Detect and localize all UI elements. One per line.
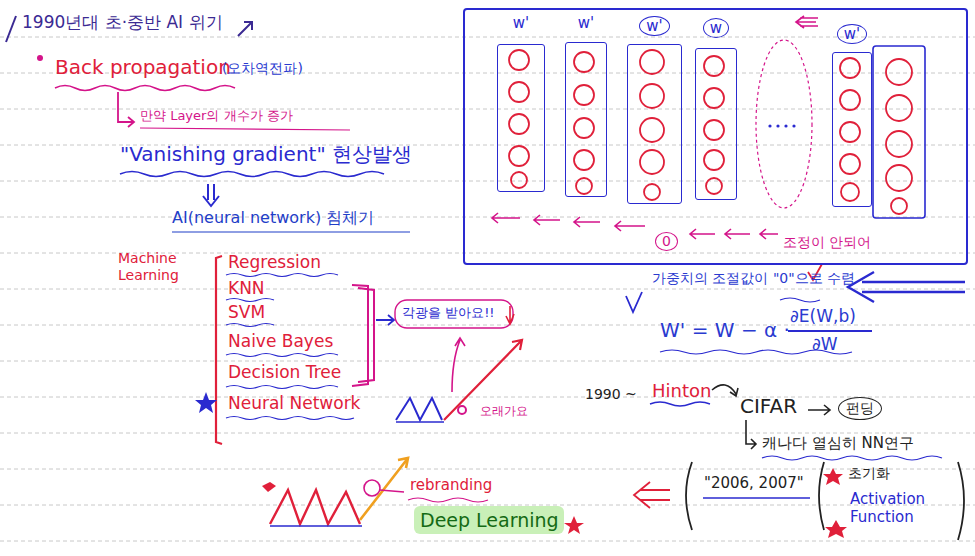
note-text: 펀딩 — [838, 397, 882, 420]
note-text: (오차역전파) — [222, 60, 303, 77]
note-text: 각광을 받아요!! — [402, 305, 495, 321]
note-text: Back propagation — [55, 55, 231, 79]
network-box: 0 조정이 안되어 w' w' w' w w' — [463, 8, 968, 265]
note-text: 만약 Layer의 개수가 증가 — [140, 108, 293, 124]
note-text: KNN — [228, 278, 265, 298]
weight-label: w' — [639, 16, 669, 36]
layer-box: w' — [565, 14, 607, 197]
note-text: 오래가요 — [480, 404, 528, 418]
note-text: W' = W − α · — [660, 318, 790, 342]
weight-label: w' — [837, 24, 867, 44]
note-text: 가중치의 조절값이 "0"으로 수렴 — [652, 270, 855, 287]
note-text: 초기화 — [848, 465, 890, 482]
weight-label: w — [703, 18, 729, 38]
layer-outline — [695, 48, 737, 200]
layer-outline — [627, 44, 682, 204]
note-text: "Vanishing gradient" 현상발생 — [120, 142, 412, 166]
weight-label: w' — [574, 14, 598, 32]
note-text: Regression — [228, 252, 321, 272]
layer-box: w' — [832, 24, 872, 207]
note-text: "2006, 2007" — [704, 474, 804, 492]
neuron-circles — [509, 50, 912, 214]
weight-label: w' — [509, 14, 533, 32]
gradient-value: 0 — [655, 232, 678, 251]
note-text: Deep Learning — [420, 509, 559, 532]
layer-box: w' — [627, 16, 682, 204]
layer-outline — [565, 42, 607, 197]
note-text: Naive Bayes — [228, 331, 333, 351]
note-text: AI(neural network) 침체기 — [172, 208, 374, 227]
note-text: Hinton — [652, 380, 711, 402]
note-text: 1990 ~ — [585, 386, 637, 403]
note-text: Machine Learning — [118, 250, 213, 284]
note-text: rebranding — [410, 476, 492, 494]
note-text: 조정이 안되어 — [783, 234, 871, 251]
note-text: Neural Network — [228, 393, 360, 413]
layer-outline — [497, 44, 545, 192]
layer-outline — [832, 52, 872, 207]
note-text: Activation Function — [850, 490, 960, 526]
ruled-lines — [0, 37, 975, 541]
note-text: Decision Tree — [228, 362, 341, 382]
note-text: 1990년대 초·중반 AI 위기 — [22, 12, 223, 32]
note-text: 캐나다 열심히 NN연구 — [762, 434, 914, 452]
layer-box: w — [695, 18, 737, 200]
note-text: ∂E(W,b) — [790, 306, 856, 326]
note-text: SVM — [228, 302, 265, 322]
layer-box: w' — [497, 14, 545, 192]
note-text: CIFAR — [740, 394, 797, 418]
note-text: ∂W — [812, 334, 838, 354]
